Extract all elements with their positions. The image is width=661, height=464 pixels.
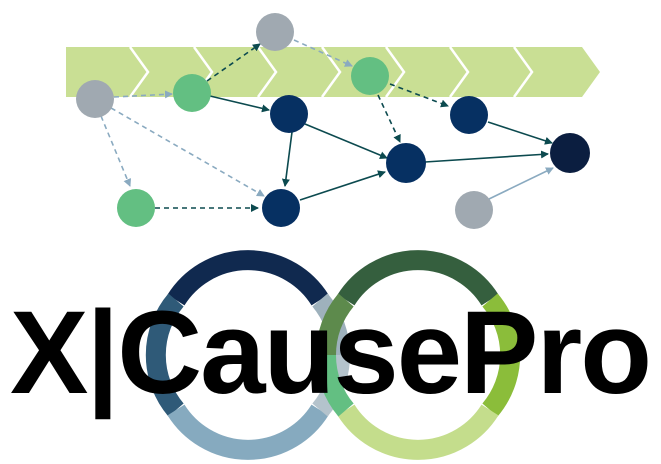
edge	[209, 95, 270, 113]
infinity-loop-icon	[145, 250, 521, 460]
band-dividers	[128, 46, 534, 98]
node-grey	[256, 13, 294, 51]
node-grey	[455, 191, 493, 229]
graph-nodes	[76, 13, 590, 229]
edge	[424, 150, 549, 163]
node-green	[117, 189, 155, 227]
node-navy	[270, 95, 308, 133]
edge	[389, 83, 449, 108]
node-green	[173, 74, 211, 112]
causal-graph-icon	[76, 13, 590, 229]
ring-left-segment	[167, 250, 329, 306]
edge	[487, 121, 553, 145]
node-navy	[386, 143, 426, 183]
edge	[206, 43, 261, 82]
chevron-band	[66, 46, 600, 98]
graph-edges	[100, 39, 554, 212]
ring-right-segment	[482, 293, 521, 417]
edge	[488, 167, 554, 200]
node-grey	[76, 80, 114, 118]
edge	[299, 170, 386, 201]
edge	[293, 39, 353, 67]
ring-left-segment	[145, 293, 184, 417]
node-navy	[450, 96, 488, 134]
ring-right-segment	[315, 354, 354, 417]
edge	[100, 115, 132, 187]
edge	[110, 107, 265, 197]
node-navy	[262, 189, 300, 227]
ring-right-segment	[337, 250, 499, 306]
edge	[304, 123, 388, 160]
edge	[377, 94, 401, 143]
ring-right-segment	[315, 293, 354, 356]
ring-left-segment	[167, 404, 329, 460]
edge	[113, 90, 173, 99]
node-dark	[550, 133, 590, 173]
node-green	[351, 57, 389, 95]
edge	[281, 131, 293, 187]
ring-right-segment	[337, 404, 499, 460]
wordmark: X|CausePro	[10, 287, 650, 420]
